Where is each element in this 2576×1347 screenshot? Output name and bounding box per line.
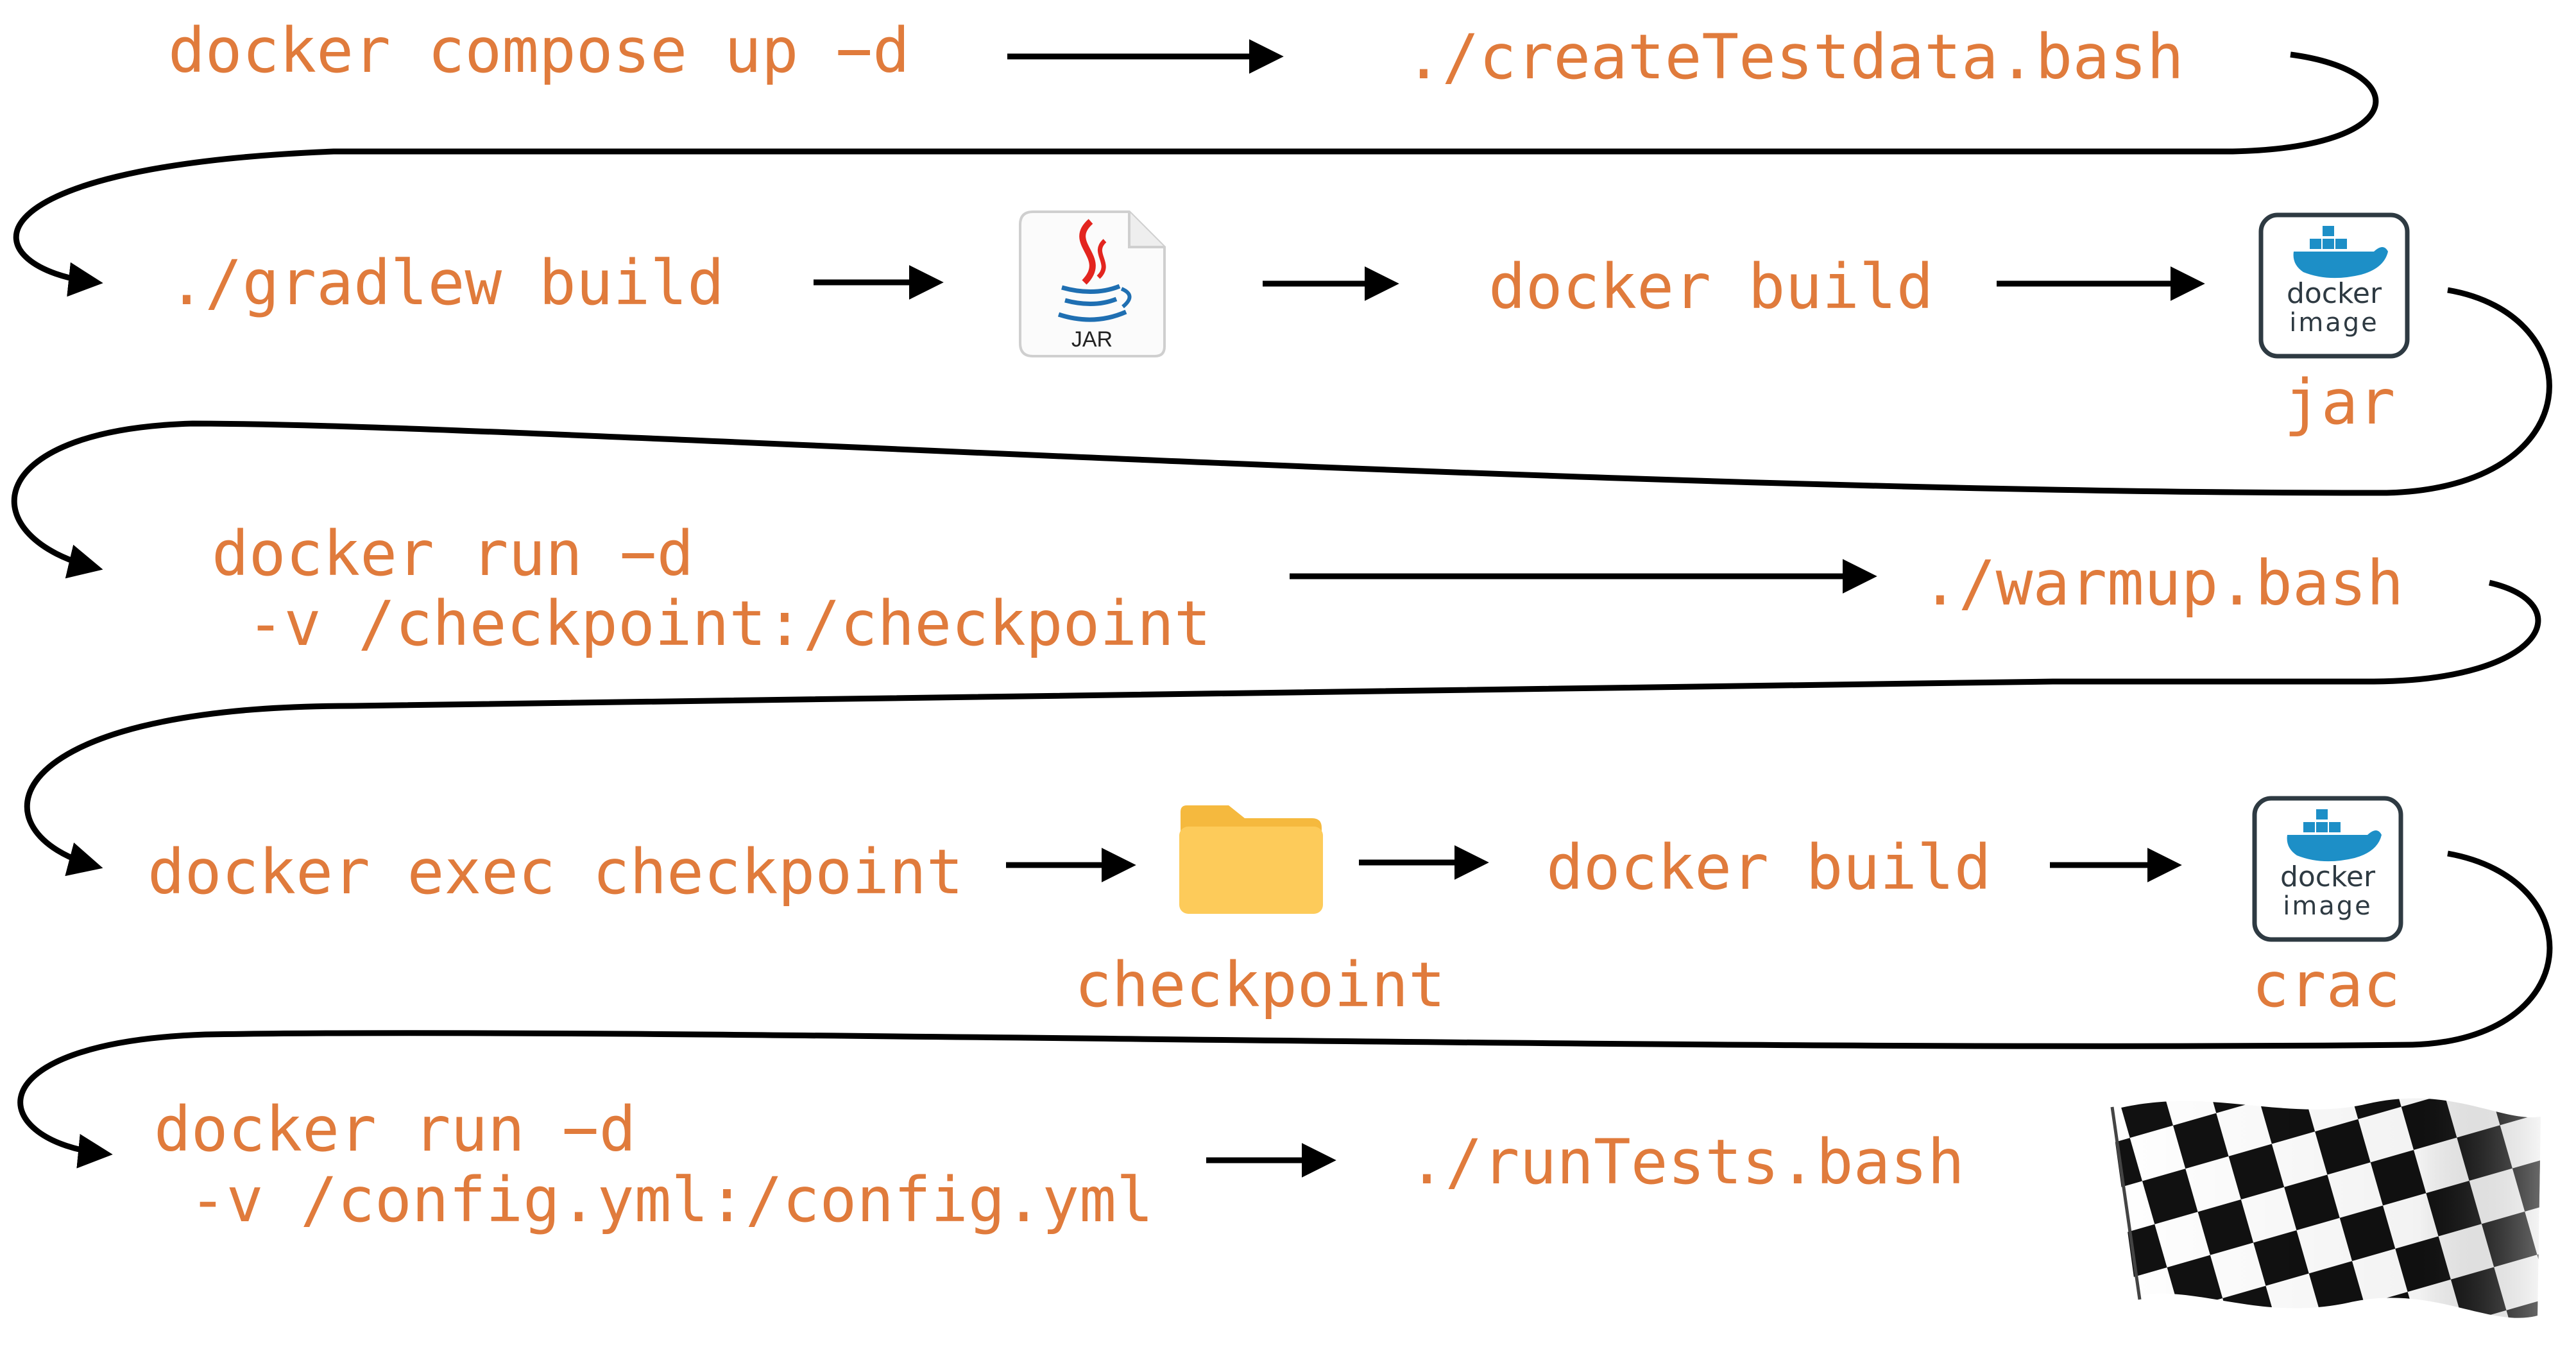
folder-icon (1179, 805, 1323, 914)
step-gradlew-build: ./gradlew build (168, 247, 724, 319)
connector-row2-row3 (11, 287, 2552, 579)
step-docker-build-1: docker build (1488, 251, 1934, 323)
caption-checkpoint-folder: checkpoint (1075, 949, 1446, 1021)
image-word: image (2289, 308, 2379, 338)
checkered-flag-icon (2110, 1098, 2541, 1318)
image-word-2: image (2283, 891, 2373, 921)
docker-image-icon-crac: docker image (2252, 796, 2403, 942)
caption-image-jar: jar (2284, 366, 2395, 438)
step-docker-exec: docker exec checkpoint (148, 836, 964, 908)
connector-row4-row5 (17, 850, 2553, 1169)
step-docker-run-2-line2: -v /config.yml:/config.yml (189, 1164, 1154, 1236)
connector-row1-row2 (13, 51, 2379, 297)
step-docker-run-2-line1: docker run −d (154, 1094, 636, 1165)
step-docker-run-1-line2: -v /checkpoint:/checkpoint (247, 588, 1211, 660)
step-docker-build-2: docker build (1546, 832, 1992, 904)
docker-word-2: docker (2280, 861, 2376, 893)
step-run-tests: ./runTests.bash (1408, 1126, 1965, 1198)
step-warmup: ./warmup.bash (1922, 547, 2403, 619)
docker-word: docker (2287, 277, 2382, 310)
jar-label: JAR (1071, 327, 1113, 352)
step-compose-up: docker compose up −d (168, 15, 910, 87)
step-create-testdata: ./createTestdata.bash (1405, 21, 2184, 93)
docker-image-icon-jar: docker image (2258, 212, 2410, 359)
step-docker-run-1-line1: docker run −d (212, 518, 694, 590)
connector-row3-row4 (24, 579, 2541, 877)
caption-image-crac: crac (2252, 949, 2400, 1021)
jar-file-icon: JAR (1019, 210, 1166, 357)
